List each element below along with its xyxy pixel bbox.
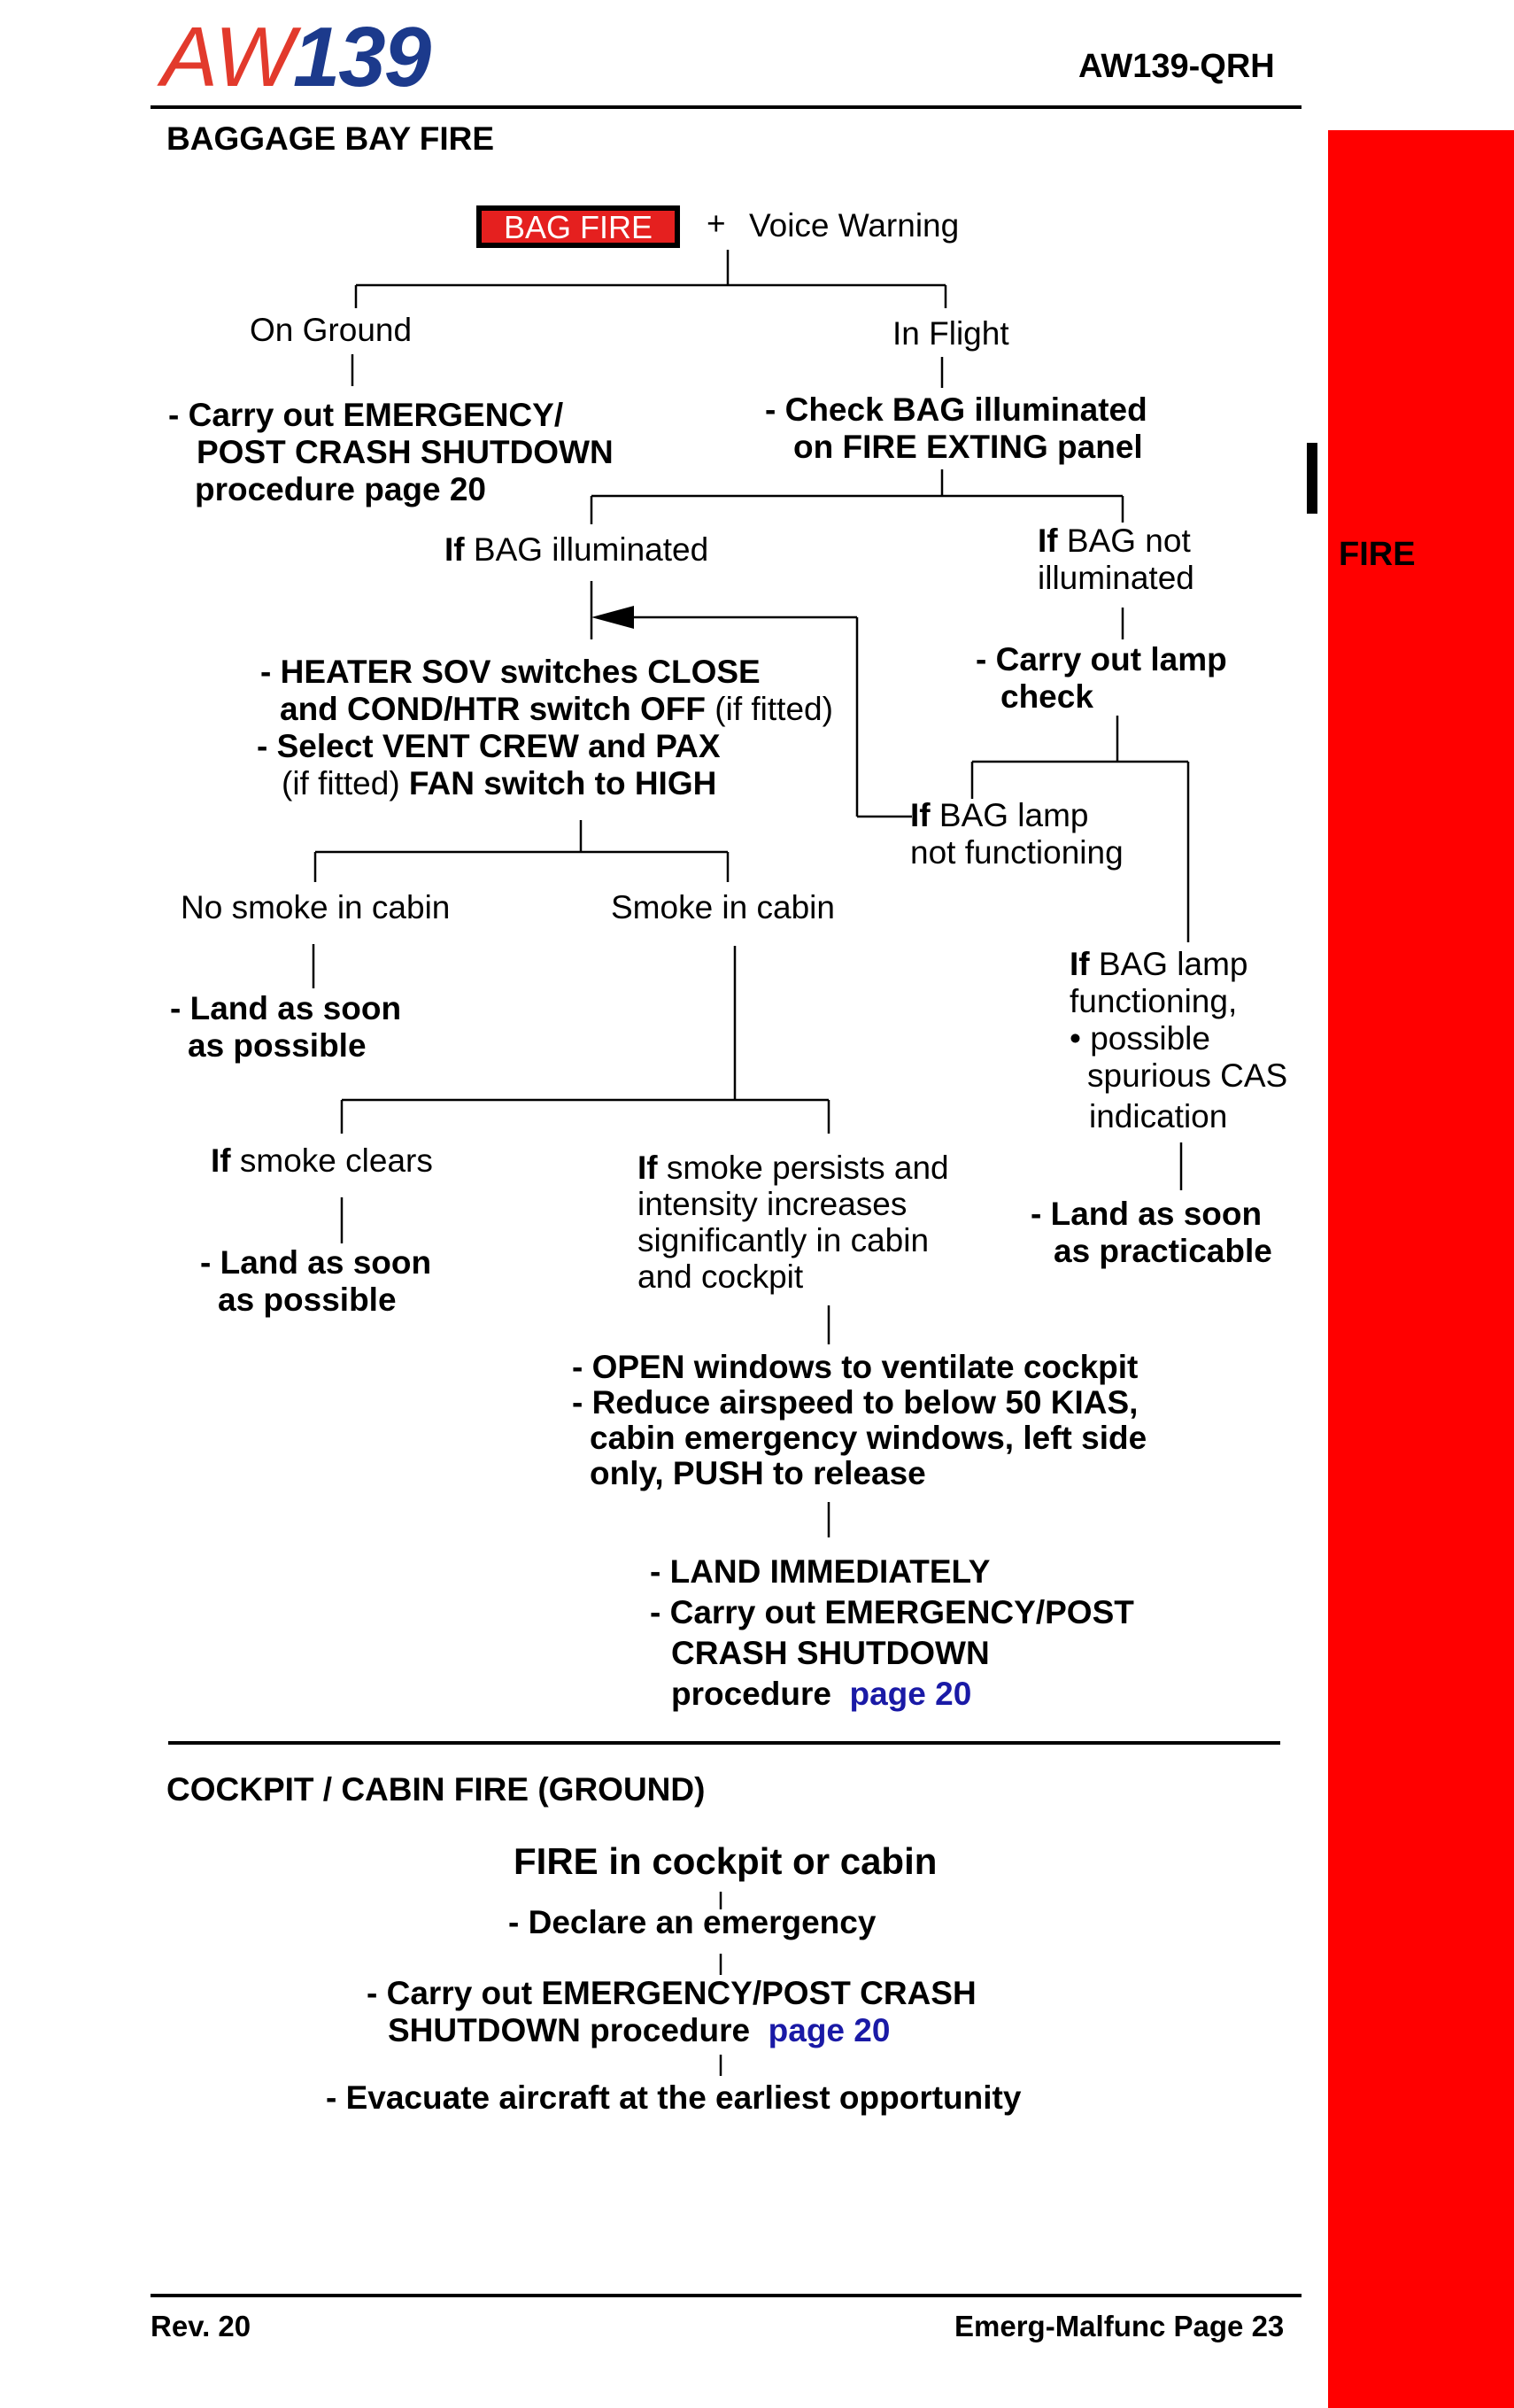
- logo: AW139: [161, 9, 431, 106]
- side-tab-label: FIRE: [1339, 536, 1416, 573]
- no-smoke-in-cabin: No smoke in cabin: [181, 889, 451, 925]
- if-smoke-persists: If smoke persists and intensity increase…: [637, 1150, 949, 1295]
- section-title-baggage: BAGGAGE BAY FIRE: [166, 120, 495, 157]
- warning-plus: +: [707, 205, 726, 242]
- check-bag-action: - Check BAG illuminated on FIRE EXTING p…: [765, 391, 1147, 465]
- smoke-in-cabin: Smoke in cabin: [611, 889, 835, 925]
- page-20-link-baggage[interactable]: page 20: [849, 1676, 972, 1712]
- in-flight: In Flight: [892, 315, 1009, 352]
- logo-number: 139: [292, 10, 431, 105]
- if-bag-not-illuminated: If BAG not illuminated: [1038, 523, 1194, 596]
- evacuate-step: - Evacuate aircraft at the earliest oppo…: [326, 2079, 1022, 2116]
- bag-fire-warning-box: BAG FIRE: [476, 205, 680, 248]
- change-bar: [1307, 443, 1317, 514]
- page-number: Emerg-Malfunc Page 23: [954, 2310, 1285, 2342]
- revision: Rev. 20: [151, 2310, 251, 2342]
- doc-id: AW139-QRH: [1078, 48, 1275, 85]
- bag-fire-warning-inner: BAG FIRE: [482, 209, 675, 245]
- bag-fire-label: BAG FIRE: [503, 209, 653, 245]
- voice-warning: Voice Warning: [749, 207, 960, 244]
- land-as-soon-no-smoke: - Land as soon as possible: [170, 990, 402, 1064]
- cockpit-heading: FIRE in cockpit or cabin: [514, 1840, 938, 1882]
- ground-action: - Carry out EMERGENCY/ POST CRASH SHUTDO…: [168, 397, 614, 507]
- lamp-check-action: - Carry out lamp check: [976, 641, 1227, 715]
- land-as-soon-practicable: - Land as soon as practicable: [1031, 1196, 1272, 1269]
- fire-side-tab: [1328, 130, 1514, 2408]
- section-title-cockpit: COCKPIT / CABIN FIRE (GROUND): [166, 1771, 706, 1808]
- page-20-link-cockpit[interactable]: page 20: [768, 2012, 891, 2048]
- heater-vent-action: - HEATER SOV switches CLOSE and COND/HTR…: [257, 654, 833, 801]
- on-ground: On Ground: [250, 312, 413, 348]
- carry-out-shutdown-step: - Carry out EMERGENCY/POST CRASH SHUTDOW…: [367, 1975, 977, 2048]
- if-smoke-clears: If smoke clears: [211, 1142, 433, 1179]
- open-windows-action: - OPEN windows to ventilate cockpit - Re…: [572, 1349, 1147, 1491]
- if-bag-lamp-functioning: If BAG lamp functioning, • possible spur…: [1070, 946, 1288, 1134]
- if-bag-lamp-not-functioning: If BAG lamp not functioning: [910, 797, 1124, 871]
- logo-prefix: AW: [161, 10, 295, 105]
- land-as-soon-smoke-clears: - Land as soon as possible: [200, 1244, 432, 1318]
- if-bag-illuminated: If BAG illuminated: [444, 531, 709, 568]
- land-immediately-action: - LAND IMMEDIATELY - Carry out EMERGENCY…: [650, 1553, 1134, 1712]
- declare-emergency-step: - Declare an emergency: [508, 1904, 877, 1940]
